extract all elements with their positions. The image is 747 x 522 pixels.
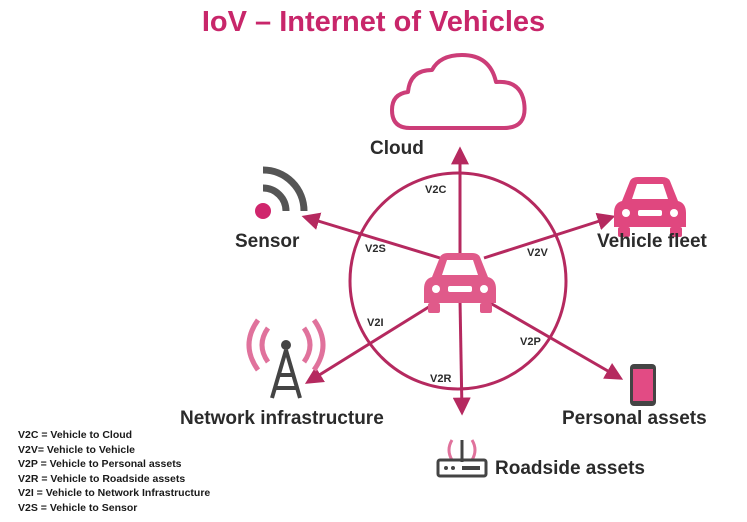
- arrow-v2r: [452, 299, 471, 416]
- legend-item: V2I = Vehicle to Network Infrastructure: [18, 487, 211, 499]
- router-icon: [436, 439, 488, 478]
- arrow-v2p: [484, 298, 624, 380]
- link-label-v2v: V2V: [527, 247, 548, 259]
- legend-item: V2C = Vehicle to Cloud: [18, 429, 133, 441]
- arrow-v2s: [301, 212, 441, 260]
- diagram-title: IoV – Internet of Vehicles: [201, 6, 546, 38]
- cloud-icon: [390, 53, 527, 130]
- legend-item: V2V= Vehicle to Vehicle: [18, 443, 136, 456]
- link-label-v2i: V2I: [367, 317, 384, 329]
- antenna-tower-icon: [246, 318, 326, 399]
- legend-item: V2S = Vehicle to Sensor: [18, 501, 138, 514]
- car-icon: [424, 253, 496, 313]
- node-label-network-infrastructure: Network infrastructure: [180, 408, 384, 429]
- car-icon: [614, 177, 686, 237]
- node-label-roadside-assets: Roadside assets: [495, 458, 645, 479]
- link-label-v2c: V2C: [425, 184, 446, 196]
- smartphone-icon: [630, 364, 656, 406]
- legend: V2C = Vehicle to Cloud V2V= Vehicle to V…: [18, 428, 210, 515]
- node-label-sensor: Sensor: [235, 231, 300, 252]
- node-label-vehicle-fleet: Vehicle fleet: [597, 231, 707, 252]
- link-label-v2s: V2S: [365, 243, 386, 255]
- node-label-personal-assets: Personal assets: [562, 408, 707, 429]
- arrow-v2i: [304, 298, 441, 384]
- link-label-v2p: V2P: [520, 336, 541, 348]
- link-label-v2r: V2R: [430, 373, 451, 385]
- wifi-signal-icon: [255, 166, 308, 219]
- legend-item: V2R = Vehicle to Roadside assets: [18, 472, 186, 485]
- legend-item: V2P = Vehicle to Personal assets: [18, 458, 182, 470]
- arrow-v2v: [483, 212, 616, 260]
- node-label-cloud: Cloud: [370, 138, 424, 159]
- connectivity-circle: [348, 171, 568, 391]
